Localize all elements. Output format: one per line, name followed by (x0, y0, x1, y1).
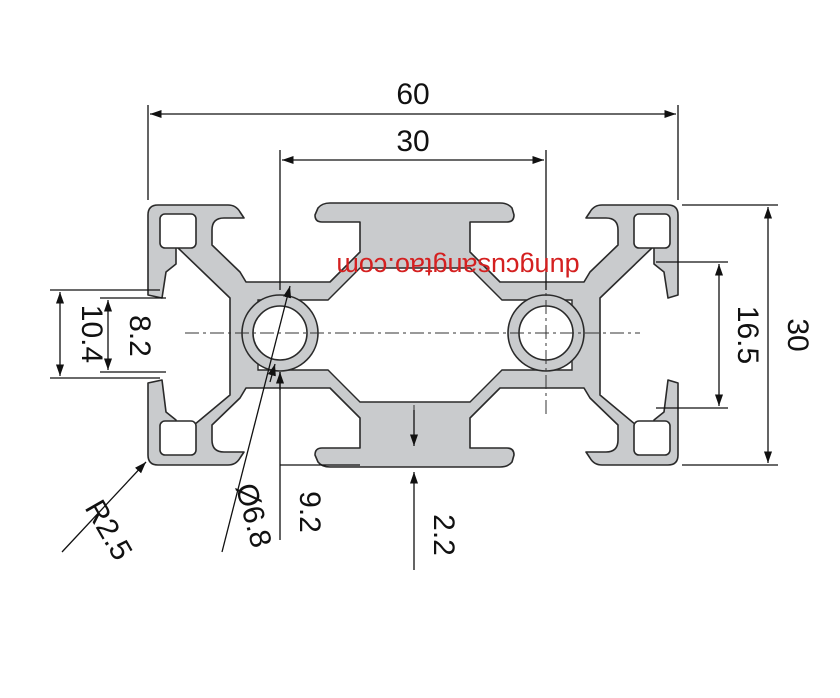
corner-hole-top-right (633, 213, 671, 249)
corner-hole-top-left (159, 213, 197, 249)
aluminum-profile (147, 202, 679, 468)
dimension-lines (50, 105, 778, 570)
dim-overall-height: 30 (781, 318, 814, 351)
dim-overall-width: 60 (396, 78, 429, 111)
dim-hole-diameter: Ø6.8 (229, 480, 278, 551)
dim-inner-height: 16.5 (731, 306, 764, 364)
dim-wall-2-2: 2.2 (427, 514, 460, 556)
dim-slot-depth-height: 10.4 (75, 305, 108, 363)
dim-slot-opening: 8.2 (123, 315, 156, 357)
corner-hole-bottom-left (159, 420, 197, 456)
corner-hole-bottom-right (633, 420, 671, 456)
dim-depth-9-2: 9.2 (293, 491, 326, 533)
dim-center-pitch: 30 (396, 125, 429, 158)
inner-cavity (257, 267, 573, 403)
dim-corner-radius: R2.5 (78, 495, 138, 566)
watermark-text: dungcusangtao.com (336, 252, 579, 282)
